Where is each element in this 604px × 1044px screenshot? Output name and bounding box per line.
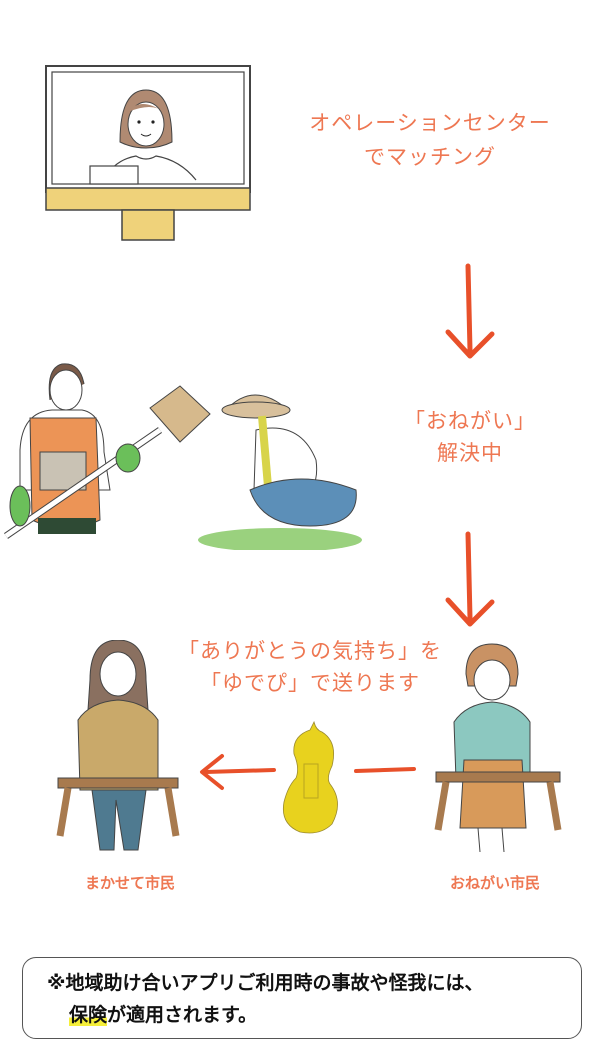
arrow-down-icon (445, 531, 495, 627)
arrow-line-segment (354, 767, 416, 773)
helper-citizen-label: まかせて市民 (84, 874, 175, 892)
step-1-text: オペレーションセンター でマッチング (280, 106, 580, 174)
step-2-text: 「おねがい」 解決中 (370, 405, 570, 469)
step-2-line2: 解決中 (437, 441, 503, 465)
step-3-text: 「ありがとうの気持ち」を 「ゆでぴ」で送ります (150, 635, 470, 699)
yudepi-gourd-icon (282, 720, 338, 834)
requester-citizen-illustration (434, 643, 562, 853)
arrow-down-icon (445, 263, 495, 359)
insurance-note-box: ※地域助け合いアプリご利用時の事故や怪我には、 保険が適用されます。 (22, 957, 582, 1039)
arrow-left-icon (200, 754, 276, 790)
note-highlight: 保険 (69, 1004, 108, 1026)
step-3-line1: 「ありがとうの気持ち」を (178, 639, 442, 663)
note-line1: ※地域助け合いアプリご利用時の事故や怪我には、 (47, 972, 484, 994)
note-line2-rest: が適用されます。 (107, 1004, 258, 1026)
step-1-line1: オペレーションセンター (309, 111, 551, 135)
step-1-line2: でマッチング (364, 145, 496, 169)
step-3-line2: 「ゆでぴ」で送ります (200, 671, 420, 695)
monitor-illustration (45, 65, 251, 241)
note-line2: 保険が適用されます。 (47, 999, 565, 1031)
helper-citizen-illustration (56, 640, 180, 851)
step-2-line1: 「おねがい」 (404, 409, 536, 433)
requester-citizen-label: おねがい市民 (449, 874, 540, 892)
volunteer-gardening-illustration (4, 363, 362, 550)
